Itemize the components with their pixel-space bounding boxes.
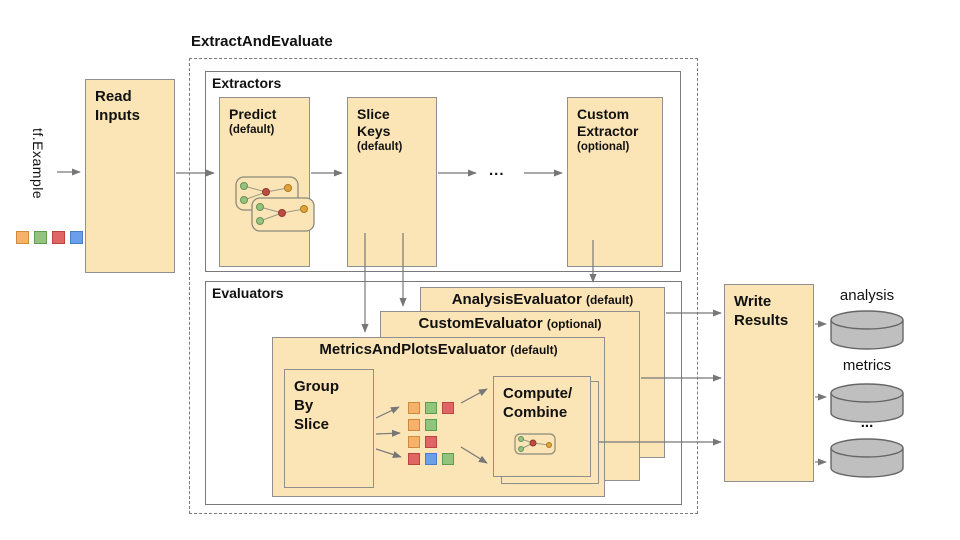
evaluators-group: Evaluators [205,281,682,505]
output-metrics-label: metrics [842,357,892,374]
data-square-orange [16,231,29,244]
input-label: tf.Example [30,128,46,200]
slice-keys-label: Slice Keys (default) [357,106,403,153]
other-datastore-icon [830,438,904,478]
extractors-group: Extractors [205,71,681,272]
sliced-data-squares [408,402,454,465]
data-square-blue [425,453,437,465]
square-row [408,436,454,448]
compute-combine-box: Compute/ Combine [493,376,591,477]
data-square-green [34,231,47,244]
custom-evaluator-label: CustomEvaluator (optional) [418,315,602,332]
data-square-red [425,436,437,448]
slice-keys-extractor-box: Slice Keys (default) [347,97,437,267]
read-inputs-label: Read Inputs [95,88,140,124]
square-row [408,419,454,431]
metrics-datastore-icon [830,383,904,423]
output-ellipsis-label: ... [860,414,874,431]
predict-extractor-box: Predict (default) [219,97,315,267]
metrics-and-plots-evaluator-label: MetricsAndPlotsEvaluator (default) [319,341,558,358]
square-row [408,402,454,414]
data-square-orange [408,402,420,414]
read-inputs-box: Read Inputs [85,79,175,273]
square-row [408,453,454,465]
write-results-label: Write Results [734,293,789,329]
group-by-slice-box: Group By Slice [284,369,374,488]
group-by-slice-label: Group By Slice [294,378,339,433]
analysis-datastore-icon [830,310,904,350]
data-square-green [425,419,437,431]
write-results-box: Write Results [724,284,814,482]
predict-label: Predict (default) [229,106,277,136]
metrics-and-plots-evaluator-box: MetricsAndPlotsEvaluator (default) Group… [272,337,605,497]
data-square-orange [408,419,420,431]
output-analysis-label: analysis [839,287,895,304]
custom-extractor-box: Custom Extractor (optional) [567,97,663,267]
data-square-red [442,402,454,414]
extract-and-evaluate-boundary [189,58,698,514]
data-square-blue [70,231,83,244]
data-square-green [442,453,454,465]
model-graph-icon [235,176,315,232]
combine-graph-icon [514,433,556,455]
input-example-squares [16,231,83,244]
extractors-title: Extractors [212,75,282,91]
analysis-evaluator-label: AnalysisEvaluator (default) [451,291,634,308]
pipeline-title: ExtractAndEvaluate [191,33,333,50]
data-square-orange [408,436,420,448]
data-square-red [408,453,420,465]
data-square-red [52,231,65,244]
compute-combine-label: Compute/ Combine [503,385,573,421]
data-square-green [425,402,437,414]
evaluators-title: Evaluators [212,285,284,301]
custom-extractor-label: Custom Extractor (optional) [577,106,639,153]
extractors-ellipsis: ... [489,162,505,179]
